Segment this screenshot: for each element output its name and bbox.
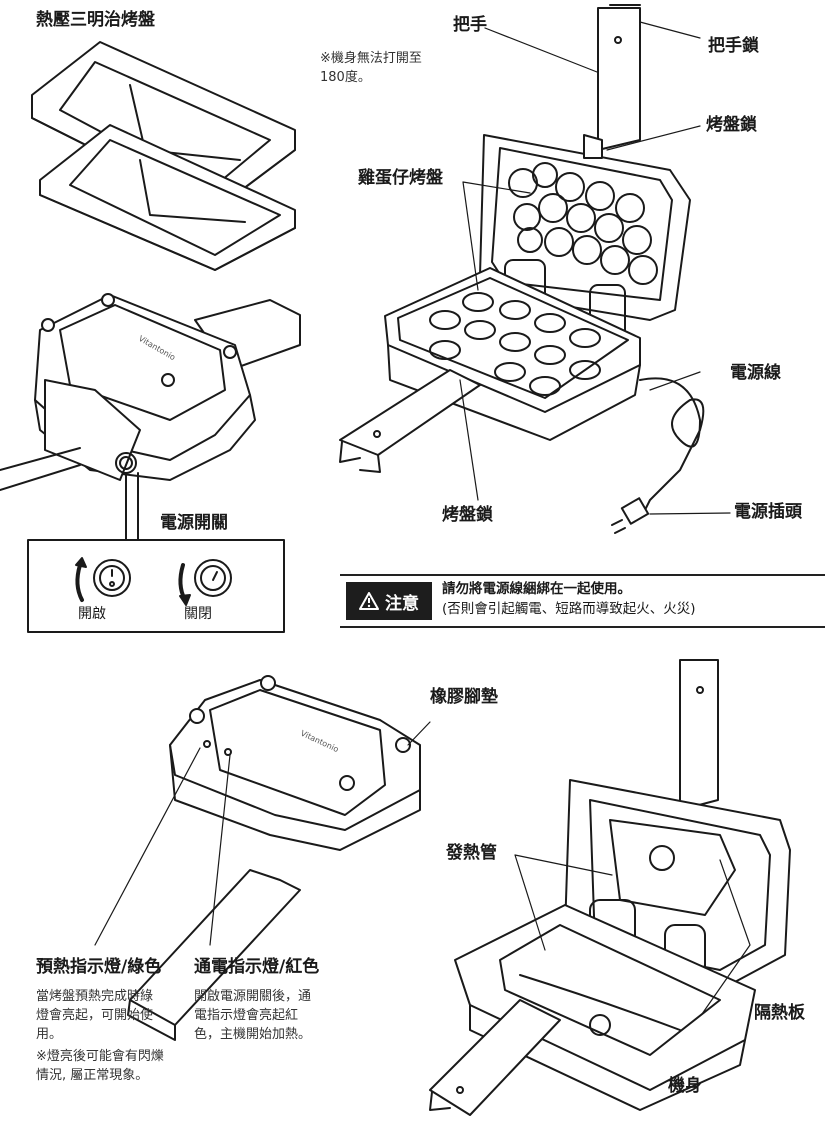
closed-unit-illustration: Vitantonio [0, 293, 301, 491]
caution-badge: 注意 [346, 582, 432, 620]
label-plate-lock-bottom: 烤盤鎖 [442, 505, 493, 525]
label-preheat-light: 預熱指示燈/綠色 [36, 957, 162, 977]
caution-text: 請勿將電源線綑綁在一起使用。 (否則會引起觸電、短路而導致起火、火災) [432, 576, 706, 626]
caution-line-2: (否則會引起觸電、短路而導致起火、火災) [442, 600, 696, 617]
label-plate-lock-top: 烤盤鎖 [706, 115, 757, 135]
label-power-light: 通電指示燈/紅色 [194, 957, 320, 977]
caution-badge-label: 注意 [385, 593, 419, 614]
note-power-desc: 開啟電源開關後，通電指示燈會亮起紅色，主機開始加熱。 [194, 989, 312, 1042]
label-heating-tube: 發熱管 [446, 843, 497, 863]
caution-box: 注意 請勿將電源線綑綁在一起使用。 (否則會引起觸電、短路而導致起火、火災) [340, 574, 825, 628]
label-heat-shield: 隔熱板 [754, 1003, 805, 1023]
sandwich-plate-illustration [31, 41, 296, 271]
label-rubber-feet: 橡膠腳墊 [430, 687, 498, 707]
underside-illustration: Vitantonio [127, 675, 421, 1041]
label-sandwich-plate: 熱壓三明治烤盤 [36, 10, 155, 30]
switch-off-icon [178, 559, 232, 606]
note-preheat-desc: 當烤盤預熱完成時綠燈會亮起，可開始使用。 [36, 989, 154, 1042]
switch-on-icon [75, 557, 131, 602]
open-interior-illustration [429, 659, 791, 1116]
plug-illustration [611, 497, 650, 534]
label-handle-lock: 把手鎖 [708, 36, 759, 56]
label-handle: 把手 [453, 15, 487, 35]
label-power-cord: 電源線 [730, 363, 781, 383]
note-preheat-flicker: ※燈亮後可能會有閃爍情況, 屬正常現象。 [36, 1049, 164, 1083]
leader-lines [94, 21, 751, 1015]
note-open-angle: ※機身無法打開至180度。 [320, 51, 422, 85]
label-body: 機身 [668, 1076, 702, 1096]
power-cord-illustration [639, 377, 705, 511]
label-switch-on: 開啟 [78, 606, 106, 622]
label-power-switch: 電源開關 [160, 513, 228, 533]
caution-line-1: 請勿將電源線綑綁在一起使用。 [442, 581, 631, 597]
label-plug: 電源插頭 [734, 502, 802, 522]
label-switch-off: 關閉 [184, 606, 212, 622]
label-egg-plate: 雞蛋仔烤盤 [358, 168, 443, 188]
warning-icon [359, 592, 379, 610]
open-egg-waffle-illustration [339, 4, 691, 473]
